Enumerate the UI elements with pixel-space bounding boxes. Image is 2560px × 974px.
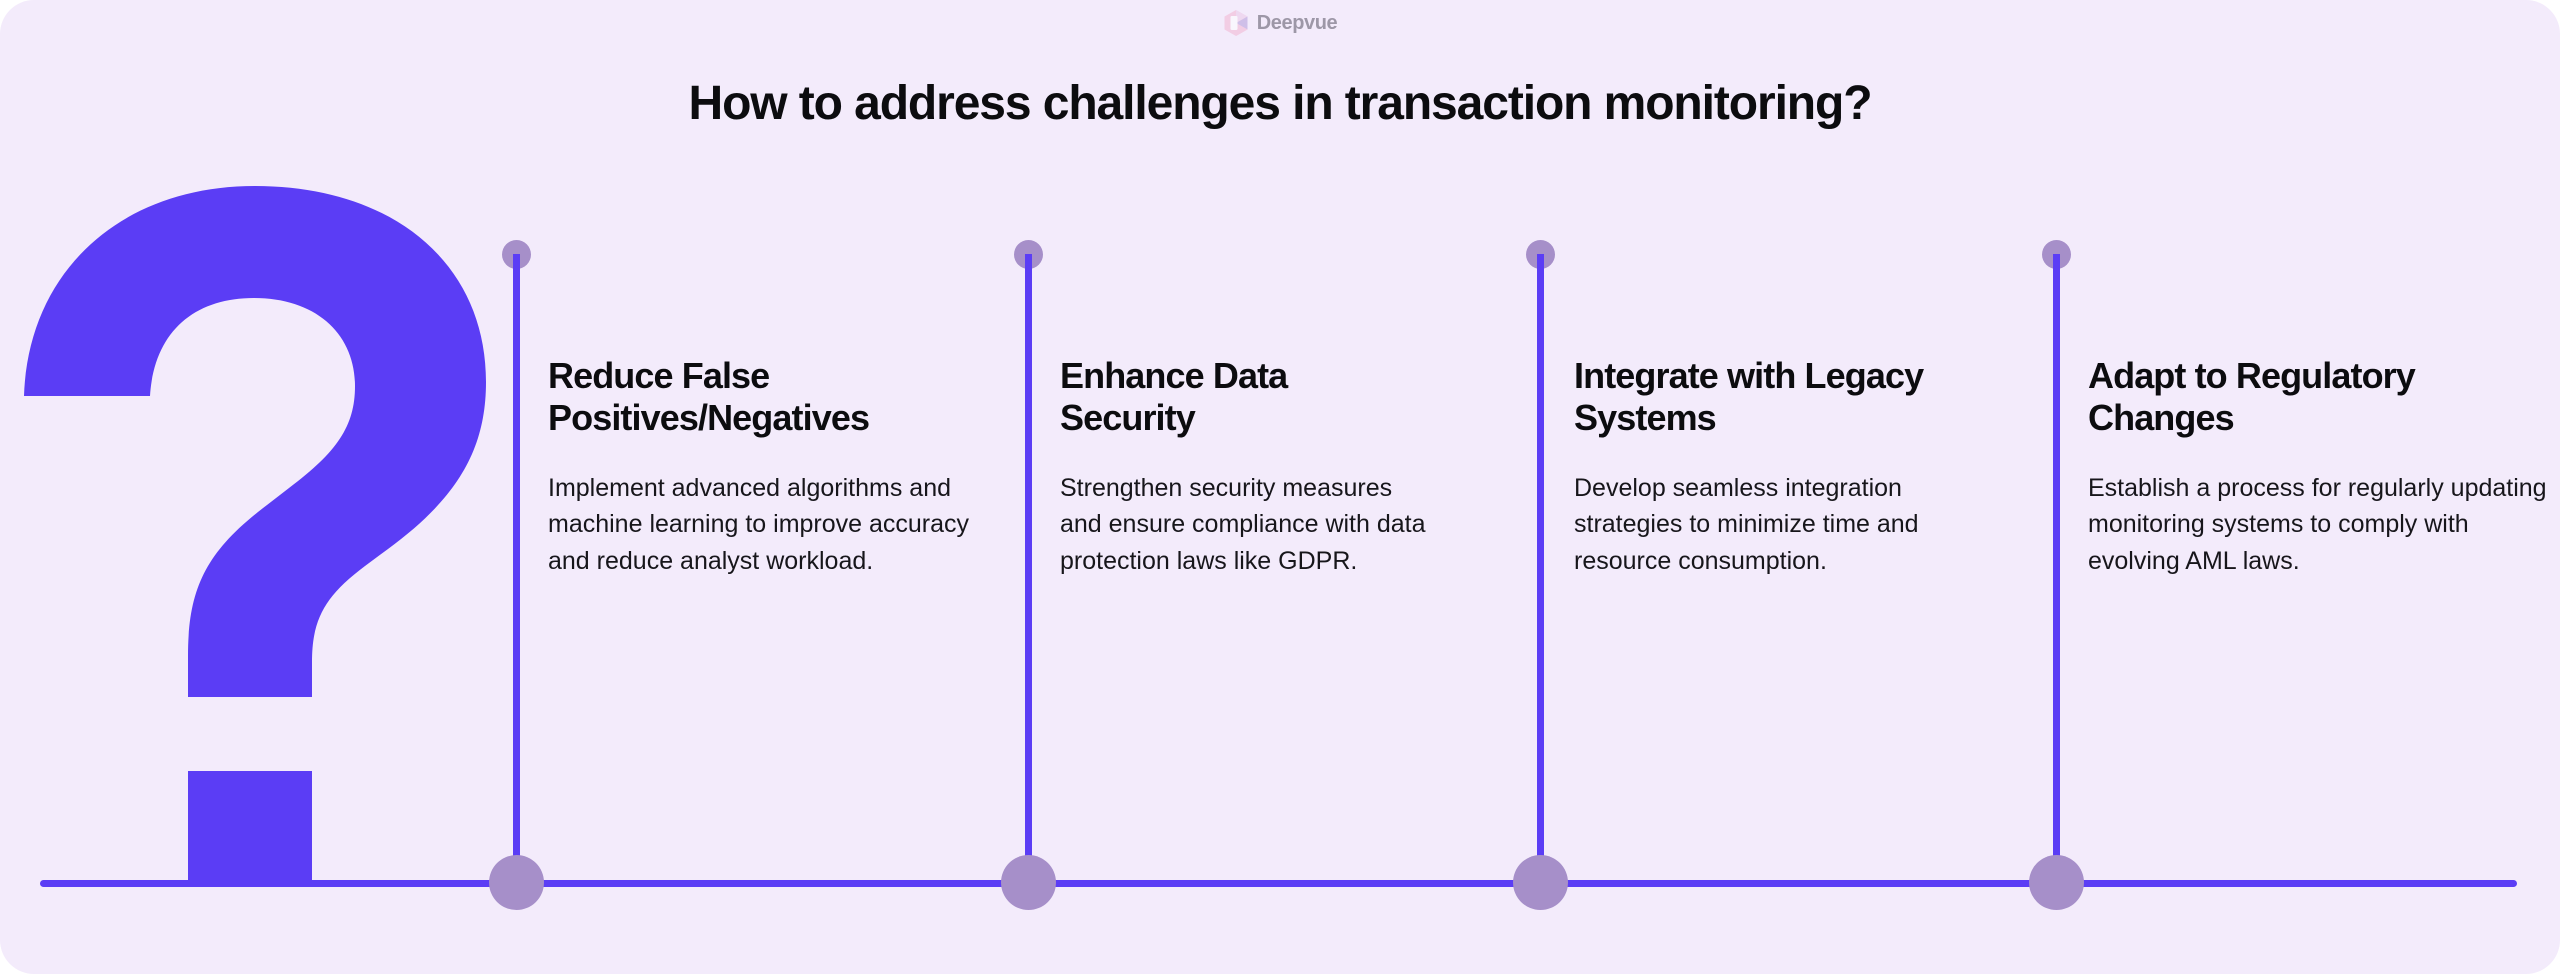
brand-logo: Deepvue: [0, 8, 2560, 38]
page-title: How to address challenges in transaction…: [688, 77, 1873, 130]
column-body-3: Develop seamless integration strategies …: [1574, 473, 1919, 575]
column-heading-2: Enhance Data Security: [1060, 355, 1288, 439]
question-mark-decoration: [10, 186, 500, 926]
timeline-node-bottom-4: [2029, 855, 2084, 910]
column-body-1: Implement advanced algorithms and machin…: [548, 473, 970, 575]
brand-name: Deepvue: [1256, 12, 1338, 34]
timeline-stem-2: [1025, 254, 1032, 896]
column-body-2: Strengthen security measures and ensure …: [1060, 473, 1426, 575]
timeline-node-bottom-3: [1513, 855, 1568, 910]
deepvue-hex-logo-icon: [1223, 9, 1249, 37]
column-integrate-with-legacy-systems: Integrate with Legacy Systems Develop se…: [1574, 355, 1974, 579]
column-heading-3: Integrate with Legacy Systems: [1574, 355, 1924, 439]
column-heading-4: Adapt to Regulatory Changes: [2088, 355, 2416, 439]
timeline-stem-3: [1537, 254, 1544, 896]
column-heading-1: Reduce False Positives/Negatives: [548, 355, 870, 439]
column-reduce-false-positives-negatives: Reduce False Positives/Negatives Impleme…: [548, 355, 1008, 579]
timeline-stem-4: [2053, 254, 2060, 896]
column-adapt-to-regulatory-changes: Adapt to Regulatory Changes Establish a …: [2088, 355, 2550, 579]
timeline-rail: [40, 880, 2517, 887]
column-enhance-data-security: Enhance Data Security Strengthen securit…: [1060, 355, 1430, 579]
column-body-4: Establish a process for regularly updati…: [2088, 473, 2547, 575]
timeline-stem-1: [513, 254, 520, 896]
timeline-node-bottom-2: [1001, 855, 1056, 910]
timeline-node-bottom-1: [489, 855, 544, 910]
